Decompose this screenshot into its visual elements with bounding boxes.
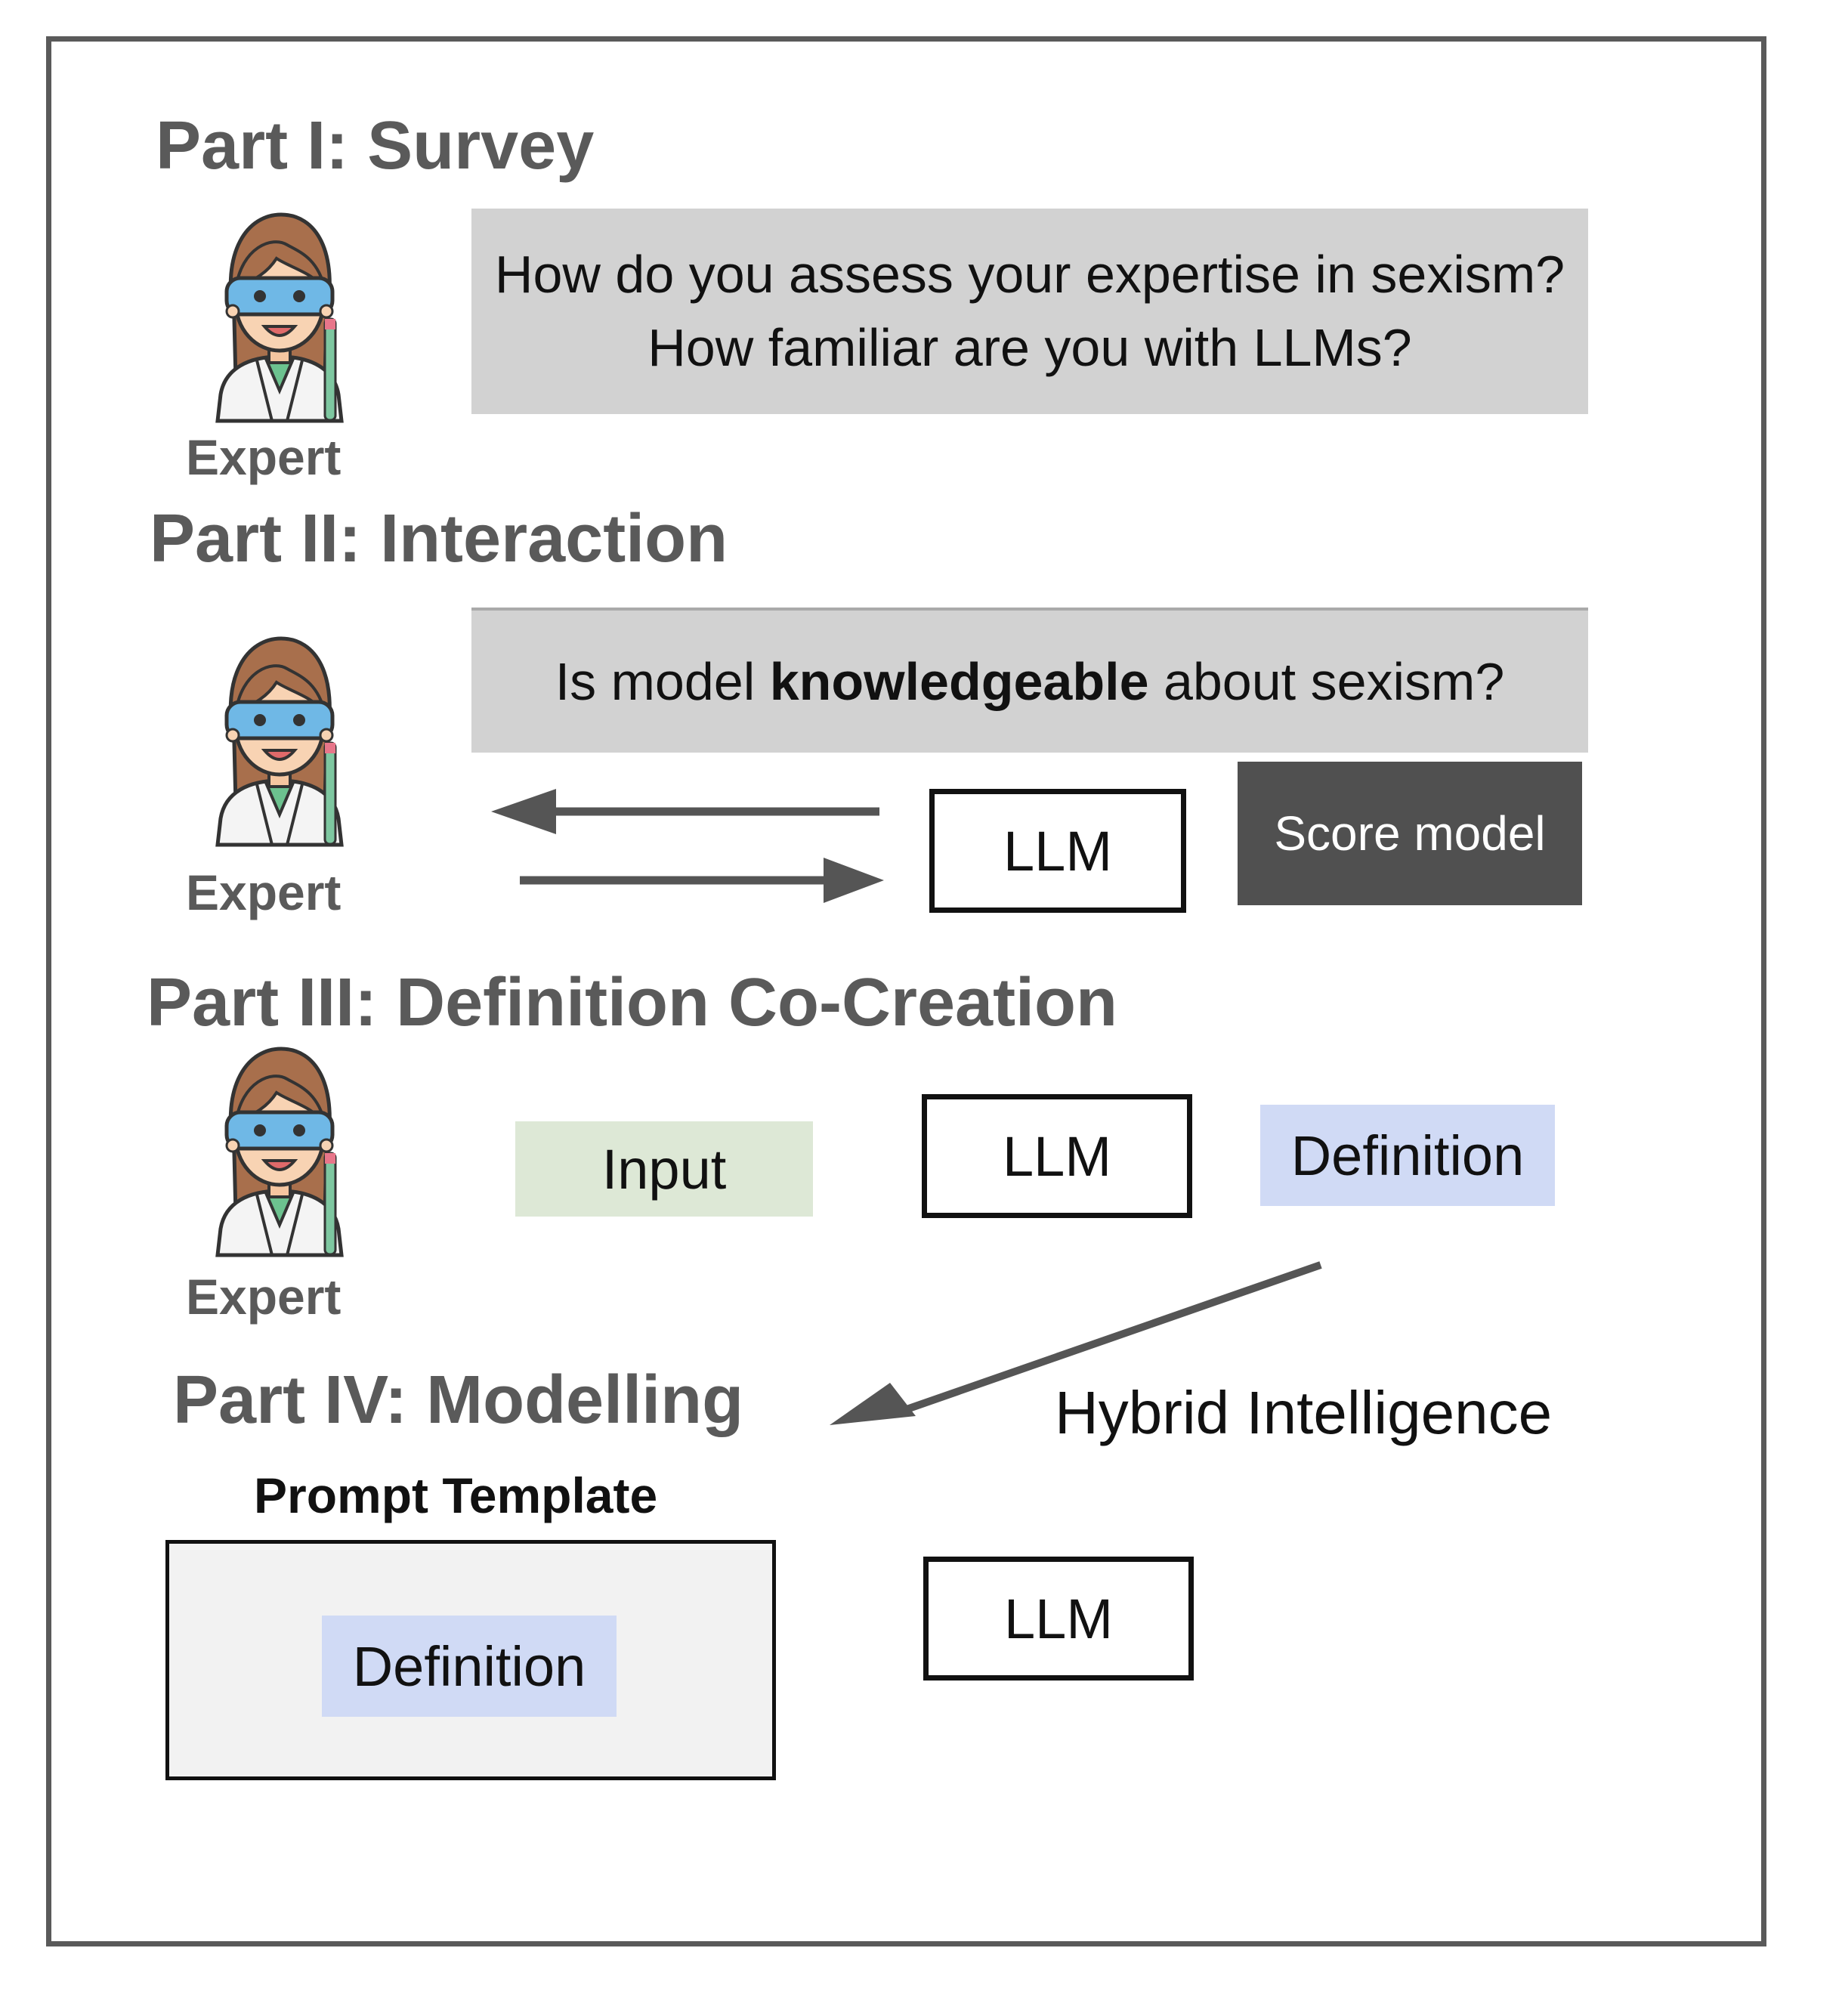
survey-question-box: How do you assess your expertise in sexi… [471,209,1588,414]
part-interaction-title: Part II: Interaction [150,501,728,577]
input-box: Input [515,1121,813,1217]
question-text-bold: knowledgeable [769,651,1149,711]
definition-box: Definition [1260,1105,1555,1206]
llm-box: LLM [929,789,1186,913]
question-text-start: Is model [555,651,770,711]
question-text-end: about sexism? [1148,651,1505,711]
scientist-woman-icon [212,206,348,425]
part-modelling-title: Part IV: Modelling [173,1362,744,1438]
expert-label: Expert [186,429,342,485]
expert-label: Expert [186,864,342,920]
hybrid-arrow [830,1261,1322,1425]
hybrid-intelligence-label: Hybrid Intelligence [1055,1379,1553,1446]
exchange-arrows [491,789,884,903]
score-model-box: Score model [1238,762,1582,905]
expert-label: Expert [186,1269,342,1325]
scientist-woman-icon [212,629,348,849]
template-definition-box: Definition [322,1616,617,1717]
llm-box: LLM [923,1557,1194,1681]
llm-box: LLM [922,1094,1192,1218]
part-cocreation-title: Part III: Definition Co-Creation [147,965,1118,1040]
outer-frame [46,36,1766,1946]
prompt-template-label: Prompt Template [254,1467,658,1523]
part-survey-title: Part I: Survey [156,108,595,184]
scientist-woman-icon [212,1040,348,1259]
interaction-question-box: Is model knowledgeable about sexism? [471,608,1588,753]
